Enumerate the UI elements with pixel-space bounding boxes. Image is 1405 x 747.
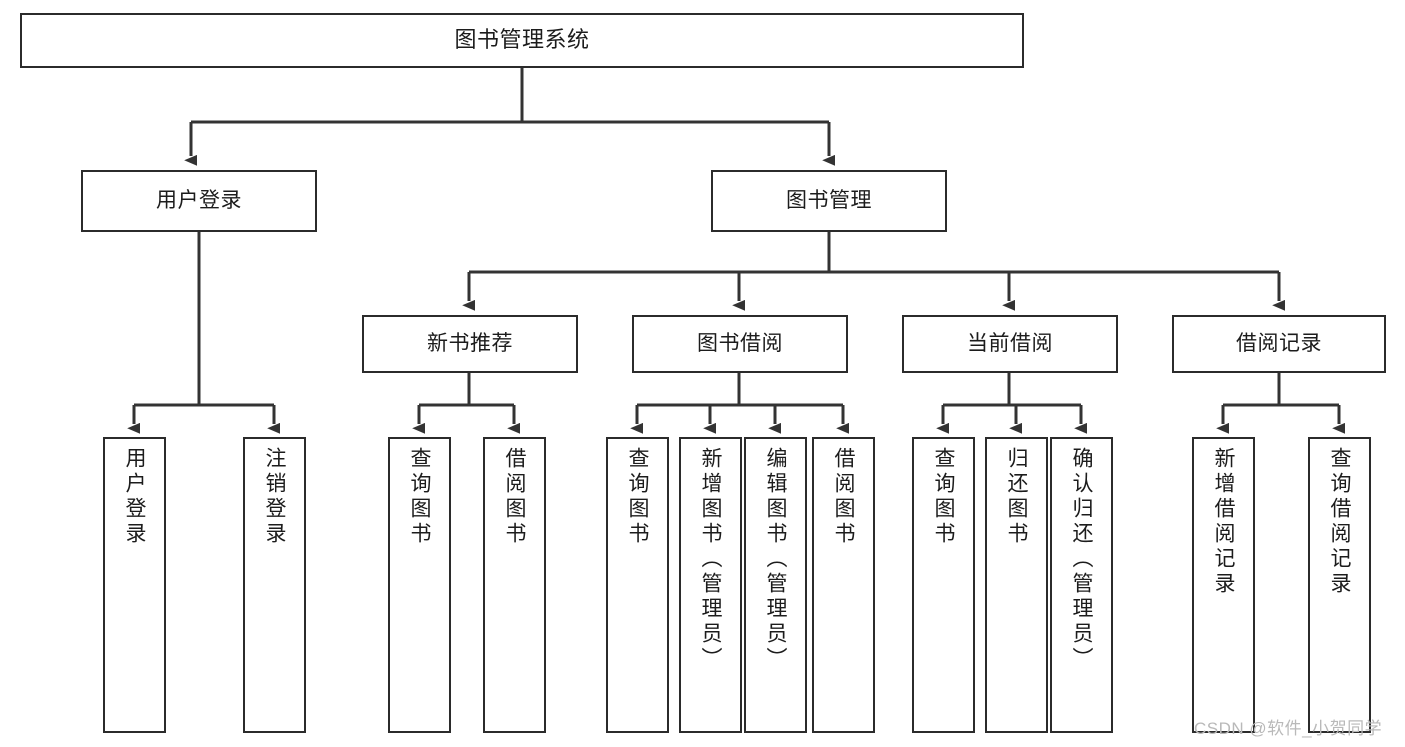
node-book-management-label: 图书管理 [786,189,872,213]
leaf-add-borrow-record[interactable]: 新增借阅记录 [1192,437,1255,733]
leaf-query-book-borrow[interactable]: 查询图书 [606,437,669,733]
leaf-borrow-book-recommend[interactable]: 借阅图书 [483,437,546,733]
leaf-edit-book-admin-label: 编辑图书（管理员） [764,447,787,672]
leaf-query-book-current-label: 查询图书 [932,447,955,547]
leaf-query-borrow-record-label: 查询借阅记录 [1328,447,1351,597]
leaf-query-book-recommend[interactable]: 查询图书 [388,437,451,733]
leaf-add-borrow-record-label: 新增借阅记录 [1212,447,1235,597]
leaf-return-book-label: 归还图书 [1005,447,1028,547]
leaf-borrow-book[interactable]: 借阅图书 [812,437,875,733]
node-book-borrow-label: 图书借阅 [697,332,783,356]
leaf-query-book-current[interactable]: 查询图书 [912,437,975,733]
node-root-label: 图书管理系统 [454,27,590,53]
node-root[interactable]: 图书管理系统 [20,13,1024,68]
leaf-return-book[interactable]: 归还图书 [985,437,1048,733]
node-borrow-record-label: 借阅记录 [1236,332,1322,356]
node-user-login-label: 用户登录 [156,189,242,213]
leaf-borrow-book-recommend-label: 借阅图书 [503,447,526,547]
leaf-user-login-label: 用户登录 [123,447,146,547]
leaf-user-login[interactable]: 用户登录 [103,437,166,733]
leaf-edit-book-admin[interactable]: 编辑图书（管理员） [744,437,807,733]
leaf-logout-label: 注销登录 [263,447,286,547]
node-book-borrow[interactable]: 图书借阅 [632,315,848,373]
node-book-management[interactable]: 图书管理 [711,170,947,232]
node-new-book-recommend[interactable]: 新书推荐 [362,315,578,373]
leaf-add-book-admin-label: 新增图书（管理员） [699,447,722,672]
node-user-login[interactable]: 用户登录 [81,170,317,232]
node-current-borrow[interactable]: 当前借阅 [902,315,1118,373]
leaf-query-borrow-record[interactable]: 查询借阅记录 [1308,437,1371,733]
leaf-logout[interactable]: 注销登录 [243,437,306,733]
node-current-borrow-label: 当前借阅 [967,332,1053,356]
leaf-query-book-recommend-label: 查询图书 [408,447,431,547]
leaf-query-book-borrow-label: 查询图书 [626,447,649,547]
leaf-borrow-book-label: 借阅图书 [832,447,855,547]
node-new-book-recommend-label: 新书推荐 [427,332,513,356]
leaf-add-book-admin[interactable]: 新增图书（管理员） [679,437,742,733]
leaf-confirm-return-admin[interactable]: 确认归还（管理员） [1050,437,1113,733]
node-borrow-record[interactable]: 借阅记录 [1172,315,1386,373]
leaf-confirm-return-admin-label: 确认归还（管理员） [1070,447,1093,672]
